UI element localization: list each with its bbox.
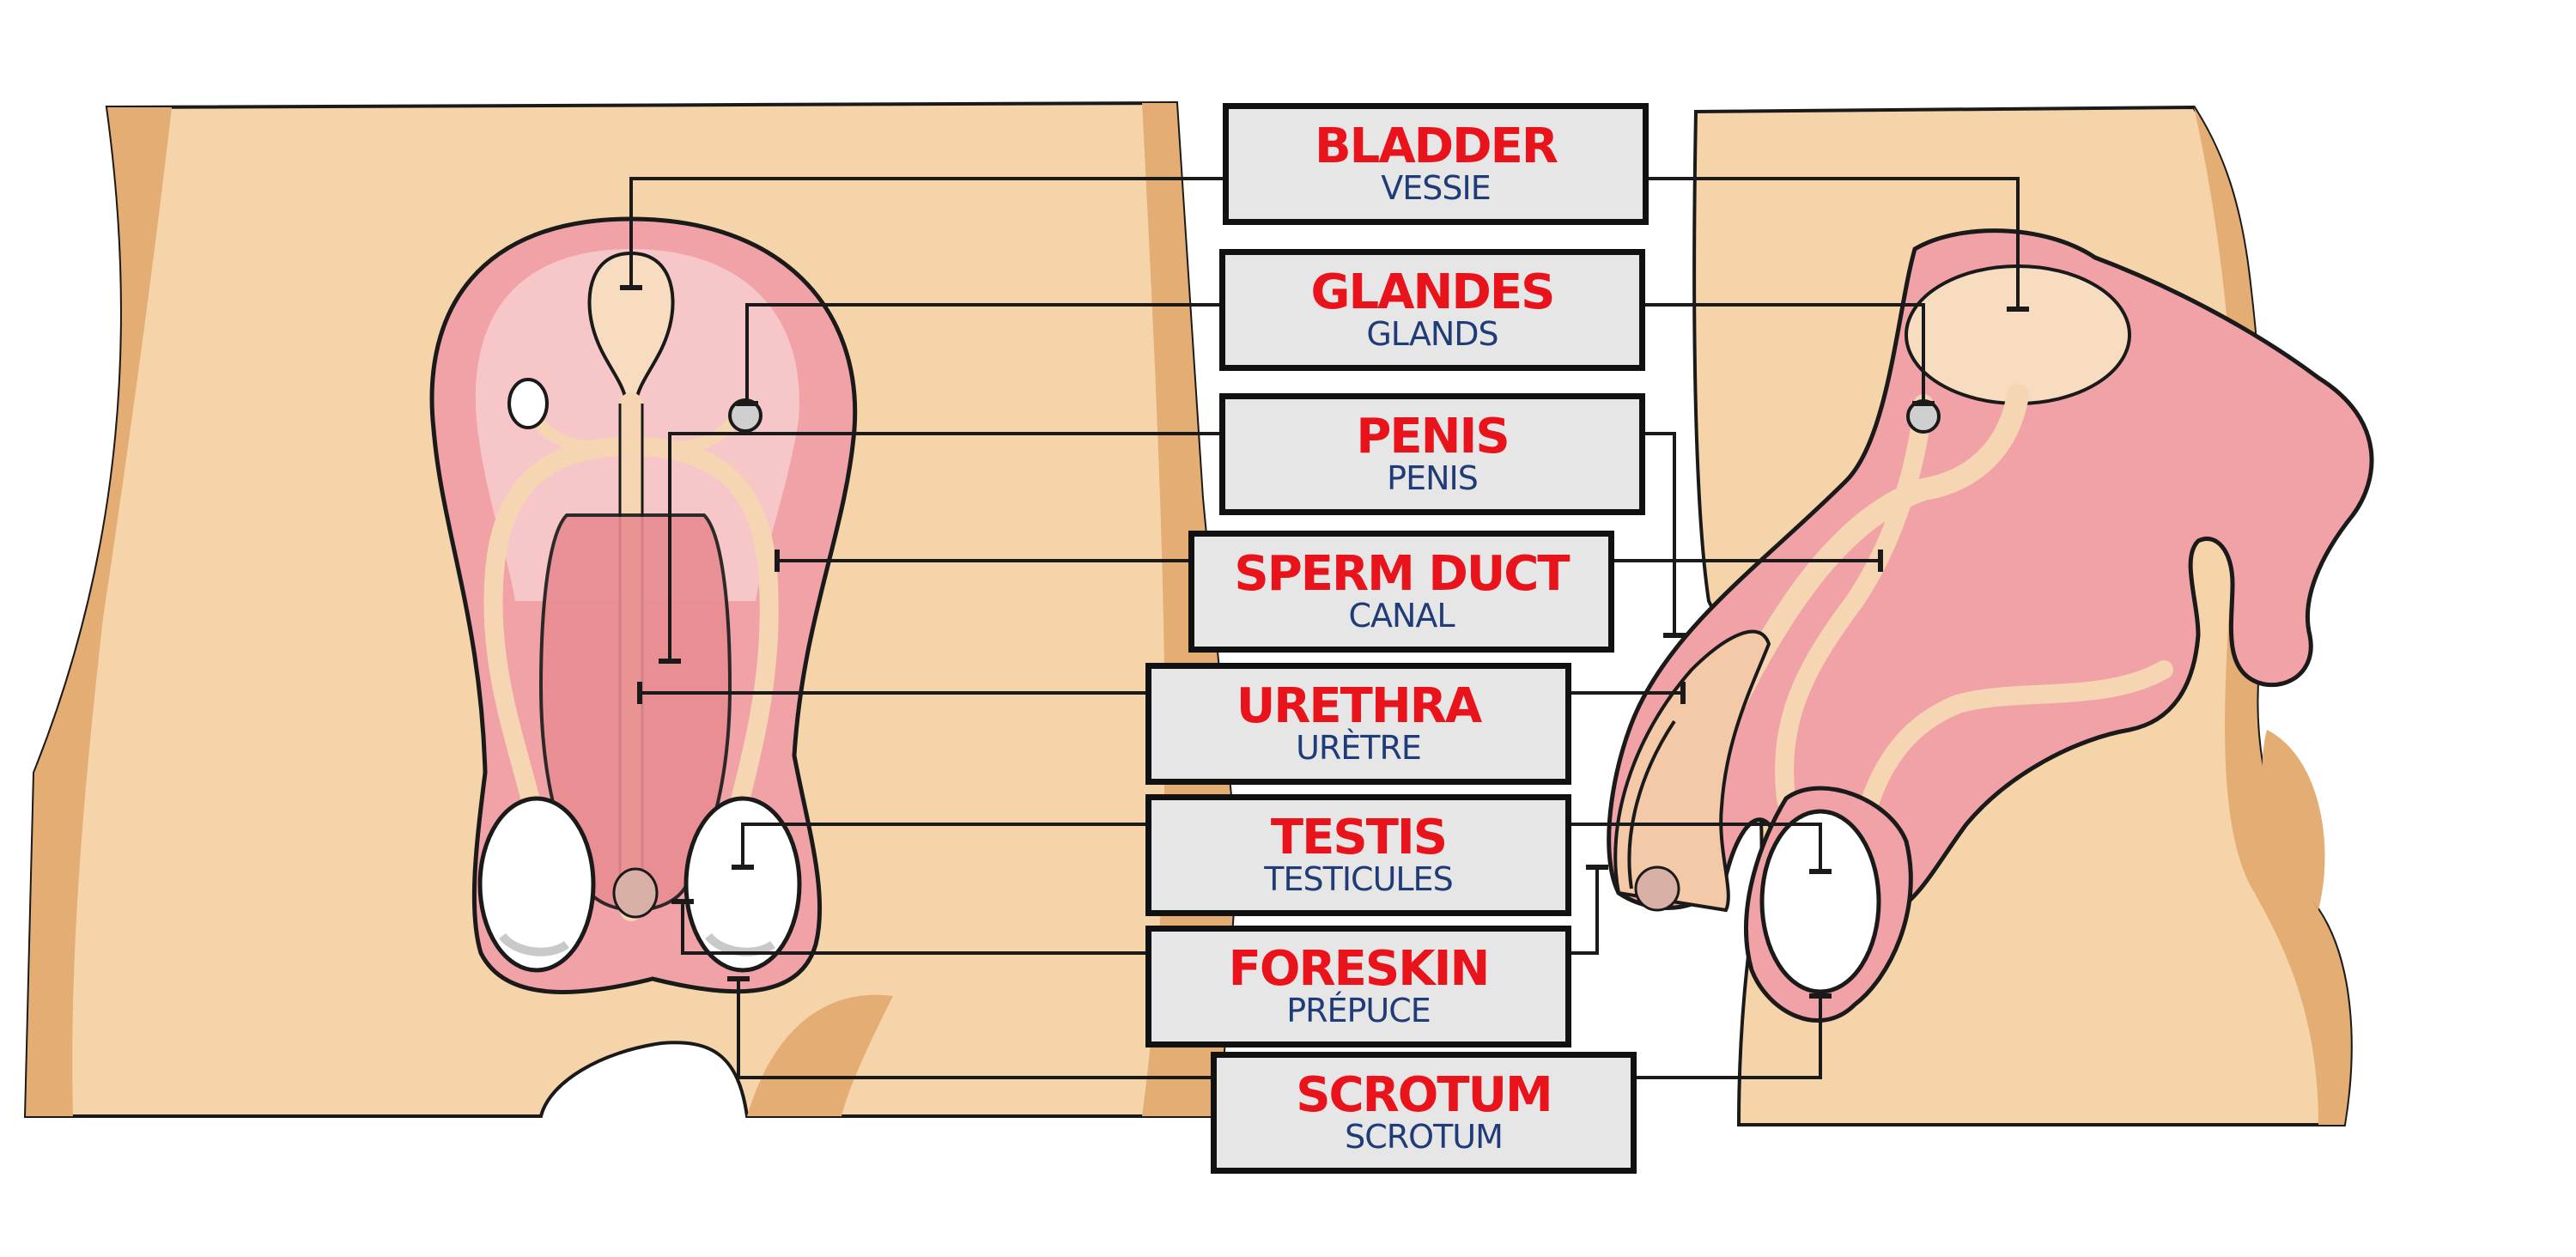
label-en-penis: PENIS (1356, 408, 1510, 465)
label-box-bladder: BLADDER VESSIE (1223, 103, 1649, 225)
label-fr-scrotum: SCROTUM (1345, 1118, 1504, 1157)
leader-bladder-side (1640, 177, 2020, 309)
leader-bladder-front (629, 177, 1232, 288)
label-fr-foreskin: PRÉPUCE (1286, 992, 1431, 1030)
leader-glandes-side (1640, 303, 1925, 404)
leader-scrotum-side (1633, 996, 1822, 1079)
side-view (1607, 105, 2374, 1126)
side-foreskin (1627, 720, 1676, 890)
label-fr-bladder: VESSIE (1381, 169, 1491, 208)
side-penis-shaft (1613, 629, 1771, 913)
front-glans (612, 867, 659, 919)
label-box-foreskin: FORESKIN PRÉPUCE (1145, 926, 1571, 1048)
front-testis-right (683, 796, 802, 973)
leader-foreskin-front (681, 902, 1151, 955)
label-en-scrotum: SCROTUM (1296, 1066, 1553, 1123)
front-skin-shadow-left (26, 107, 172, 1116)
leader-lines (629, 177, 2020, 1079)
label-en-urethra: URETHRA (1236, 677, 1482, 734)
label-box-sperm-duct: SPERM DUCT CANAL (1188, 531, 1614, 653)
label-box-penis: PENIS PENIS (1219, 393, 1645, 515)
leader-testis-side (1567, 823, 1822, 871)
label-fr-glandes: GLANDS (1366, 315, 1498, 354)
label-en-foreskin: FORESKIN (1228, 940, 1491, 997)
label-fr-urethra: URÈTRE (1296, 729, 1422, 768)
side-glans (1634, 865, 1680, 912)
leader-scrotum-front (737, 979, 1215, 1079)
leader-ticks (620, 285, 2029, 999)
side-organ-outer (1607, 228, 2374, 913)
label-box-urethra: URETHRA URÈTRE (1145, 663, 1571, 785)
label-box-testis: TESTIS TESTICULES (1145, 794, 1571, 916)
leader-foreskin-side (1567, 867, 1599, 955)
front-gland-left (507, 378, 549, 429)
label-box-glandes: GLANDES GLANDS (1219, 249, 1645, 371)
front-testis-left (477, 796, 596, 973)
front-view (23, 100, 1239, 1118)
label-box-scrotum: SCROTUM SCROTUM (1211, 1052, 1637, 1174)
leader-penis-side (1642, 432, 1676, 635)
label-en-sperm-duct: SPERM DUCT (1234, 545, 1570, 602)
label-fr-sperm-duct: CANAL (1348, 597, 1455, 635)
label-fr-testis: TESTICULES (1264, 860, 1453, 899)
leader-testis-front (741, 823, 1151, 867)
side-skin-shadow-buttock (2262, 730, 2325, 910)
label-en-testis: TESTIS (1270, 809, 1448, 865)
side-testis (1759, 809, 1881, 994)
label-en-bladder: BLADDER (1314, 118, 1558, 174)
leader-penis-front (668, 432, 1228, 661)
front-thigh-shadow (747, 994, 893, 1116)
label-en-glandes: GLANDES (1310, 264, 1556, 320)
label-fr-penis: PENIS (1387, 459, 1479, 498)
leader-glandes-front (745, 303, 1232, 404)
